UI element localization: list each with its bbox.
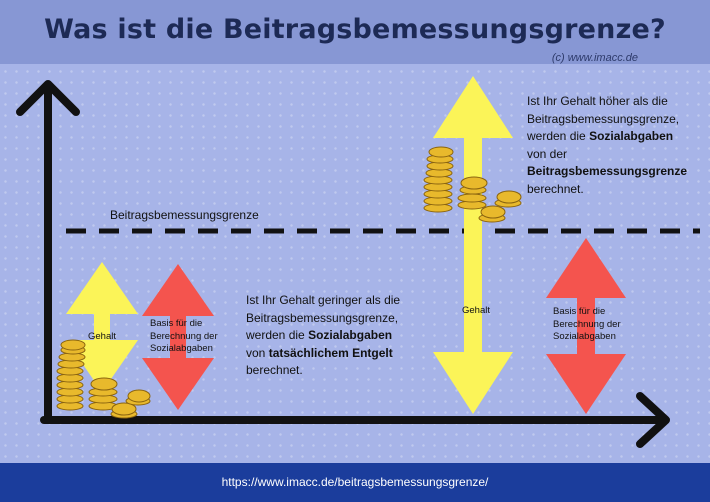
coin-stack-icon [423,146,522,223]
high-text-3: berechnet. [527,181,584,196]
low-text-3: berechnet. [246,363,303,377]
low-salary-arrow [66,262,138,392]
low-basis-label: Basis für die Berechnung der Sozialabgab… [150,318,218,354]
high-salary-label: Gehalt [462,305,490,316]
high-explanation: Ist Ihr Gehalt höher als die Beitragsbem… [527,93,707,198]
high-text-2: von der [527,146,568,161]
axis-arrow-icon [16,80,670,448]
coin-stack-icon [56,339,151,419]
low-text-bold-1: Sozialabgaben [308,328,393,342]
high-basis-label: Basis für die Berechnung der Sozialabgab… [553,306,621,342]
copyright-note: (c) www.imacc.de [551,52,638,64]
low-salary-label: Gehalt [88,331,116,342]
high-basis-arrow [546,238,626,414]
low-text-1: Ist Ihr Gehalt geringer als die Beitrags… [246,293,401,342]
low-explanation: Ist Ihr Gehalt geringer als die Beitrags… [246,292,436,380]
page-title: Was ist die Beitragsbemessungsgrenze? [44,14,666,45]
header-band [0,0,710,64]
high-text-bold-2: Beitragsbemessungsgrenze [527,164,688,178]
low-basis-arrow [142,264,214,410]
low-text-2: von [246,345,266,360]
footer-band: https://www.imacc.de/beitragsbemessungsg… [0,463,710,502]
low-text-bold-2: tatsächlichem Entgelt [268,345,393,360]
high-text-bold-1: Sozialabgaben [589,129,674,143]
high-text-1: Ist Ihr Gehalt höher als die Beitragsbem… [527,94,680,143]
limit-label: Beitragsbemessungsgrenze [110,208,259,222]
footer-url-link[interactable]: https://www.imacc.de/beitragsbemessungsg… [221,475,489,489]
high-salary-arrow [433,76,513,414]
